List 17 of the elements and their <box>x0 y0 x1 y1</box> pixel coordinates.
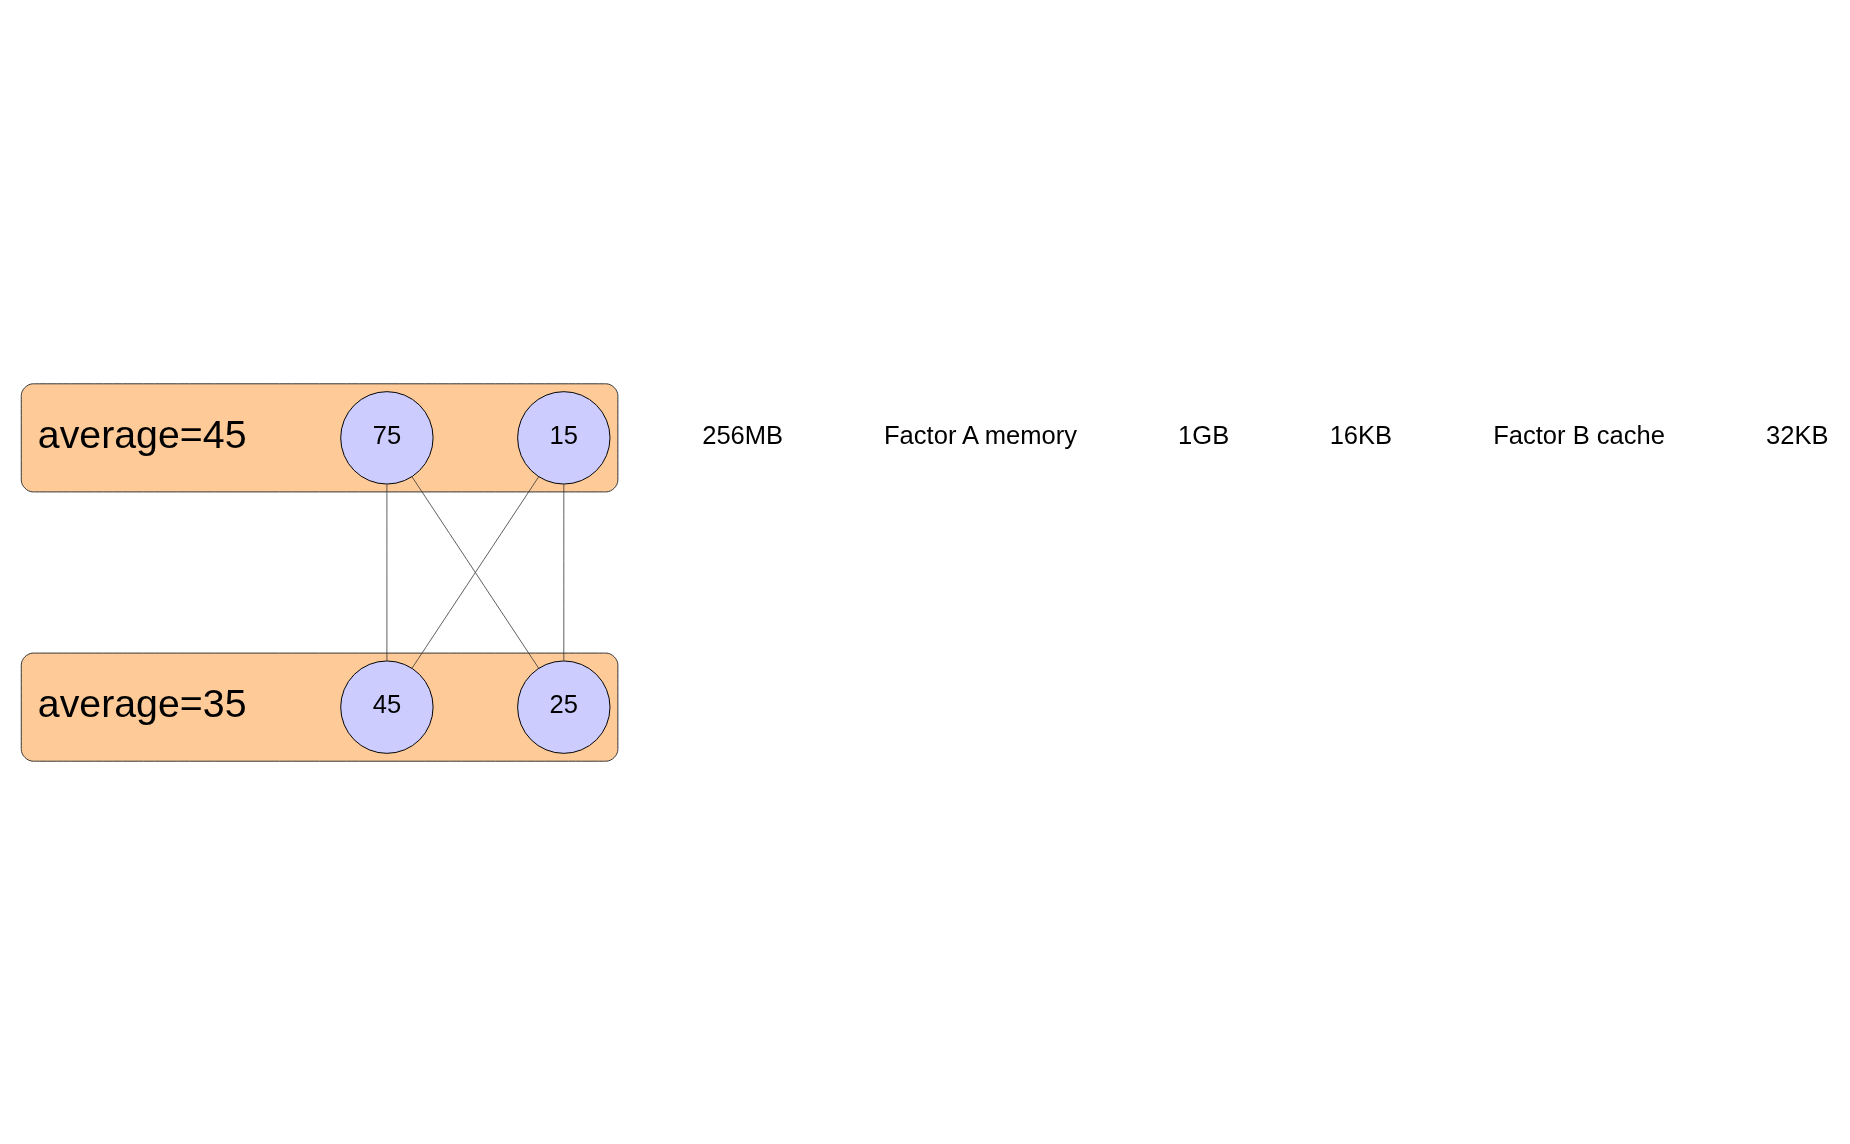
cluster <box>20 382 619 492</box>
connector <box>563 483 565 661</box>
node-circle: 75 <box>340 390 434 485</box>
label: 1GB <box>1178 420 1230 449</box>
label: 256MB <box>702 420 784 449</box>
node-circle: 25 <box>517 659 611 754</box>
cluster <box>20 652 619 762</box>
label: 16KB <box>1329 420 1393 449</box>
label: 32KB <box>1766 420 1829 449</box>
label: Factor B cache <box>1493 420 1665 449</box>
connector <box>386 483 388 661</box>
node-label: average=45 <box>37 411 247 456</box>
node-label: average=35 <box>37 680 247 725</box>
node-circle: 45 <box>340 659 434 754</box>
connector <box>411 475 540 669</box>
label: Factor A memory <box>883 420 1078 449</box>
node-circle: 15 <box>517 390 611 485</box>
